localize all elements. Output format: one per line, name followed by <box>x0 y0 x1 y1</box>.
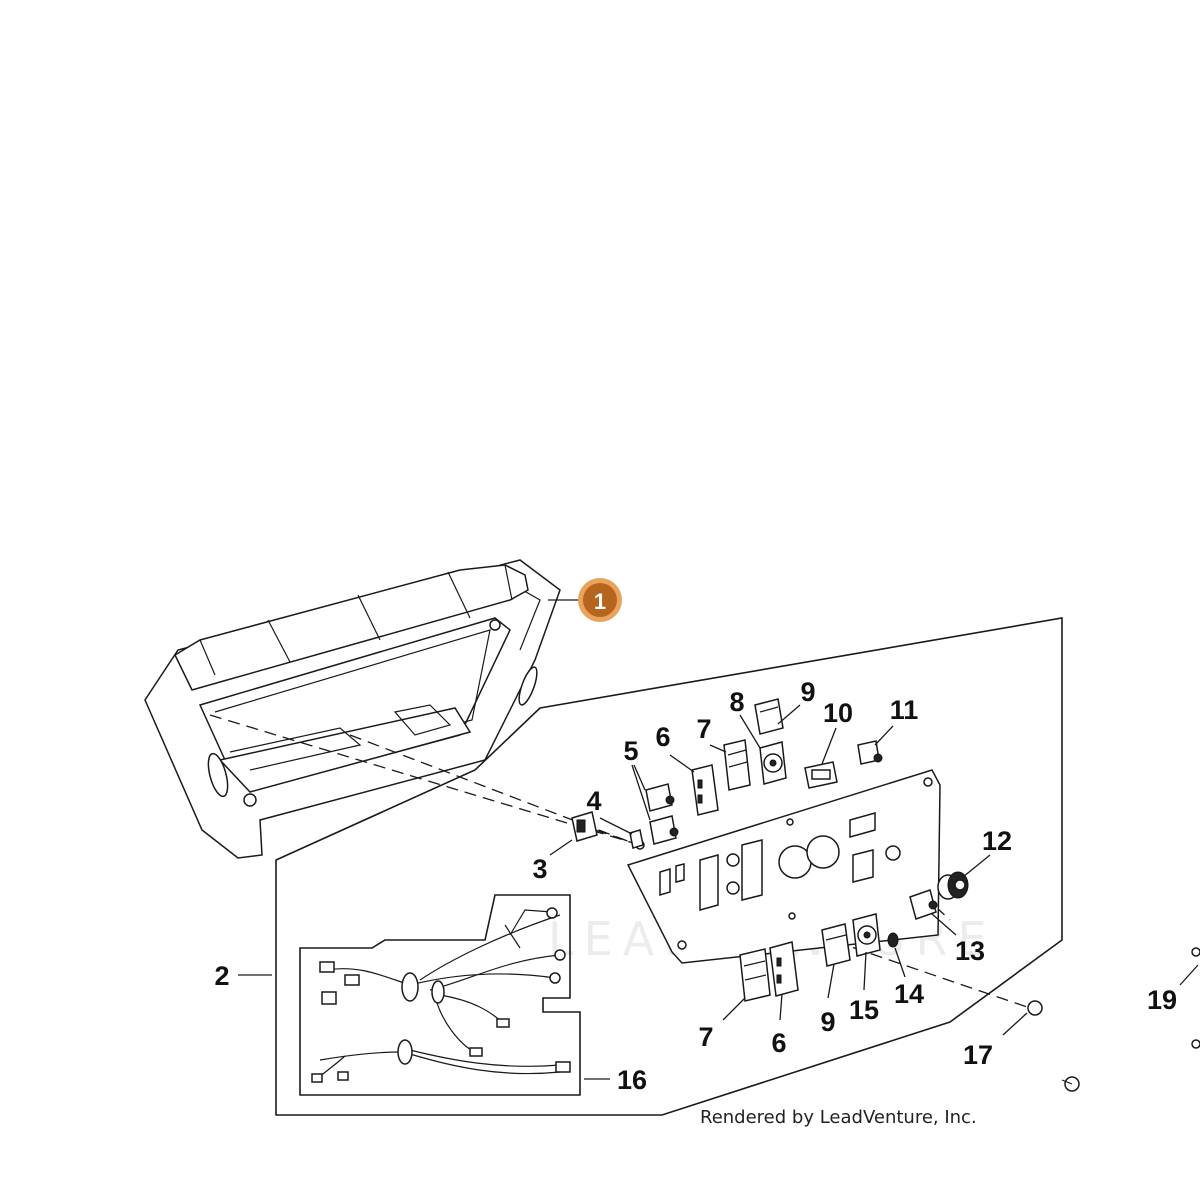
switch-part-4[interactable] <box>629 829 644 849</box>
twist-lock-part-15[interactable] <box>852 913 881 957</box>
callout-9-top[interactable]: 9 <box>800 677 815 707</box>
callout-7-bottom[interactable]: 7 <box>698 1022 713 1052</box>
callout-6-bottom[interactable]: 6 <box>771 1028 786 1058</box>
rocker-switch-part-3[interactable] <box>571 811 598 842</box>
callout-2[interactable]: 2 <box>214 961 229 991</box>
cover-part-9-bottom[interactable] <box>821 923 851 967</box>
handle-frame-part-1[interactable] <box>144 559 561 859</box>
rendered-by-credit: Rendered by LeadVenture, Inc. <box>700 1107 977 1128</box>
wire-harness-box <box>299 894 581 1096</box>
callout-15[interactable]: 15 <box>849 995 879 1025</box>
callout-14[interactable]: 14 <box>894 979 924 1009</box>
outlet-part-12[interactable] <box>937 871 969 900</box>
meter-part-10[interactable] <box>804 761 838 789</box>
callout-11[interactable]: 11 <box>890 695 919 725</box>
receptacle-part-6-top[interactable] <box>691 764 719 816</box>
wire-harness-part-16[interactable] <box>311 1039 571 1083</box>
callout-4[interactable]: 4 <box>586 786 601 816</box>
cover-part-7-bottom[interactable] <box>739 948 771 1002</box>
screw-part-19[interactable] <box>1191 947 1200 1049</box>
callout-13[interactable]: 13 <box>955 936 985 966</box>
callout-17[interactable]: 17 <box>963 1040 993 1070</box>
twist-lock-part-8[interactable] <box>759 741 787 785</box>
callout-1-label: 1 <box>594 589 606 614</box>
receptacle-part-6-bottom[interactable] <box>769 941 799 997</box>
callout-6-top[interactable]: 6 <box>655 722 670 752</box>
leader-lines <box>238 704 1199 1080</box>
grommet-part-14[interactable] <box>887 932 899 948</box>
callout-12[interactable]: 12 <box>982 826 1012 856</box>
callout-16[interactable]: 16 <box>617 1065 647 1095</box>
callout-5[interactable]: 5 <box>623 736 638 766</box>
callout-19[interactable]: 19 <box>1147 985 1177 1015</box>
control-panel[interactable] <box>626 769 941 964</box>
callout-10[interactable]: 10 <box>823 698 853 728</box>
callout-1-highlight[interactable]: 1 <box>548 578 622 622</box>
breaker-part-11[interactable] <box>857 740 883 765</box>
screw-part-17[interactable] <box>1027 1000 1080 1092</box>
cover-part-7-top[interactable] <box>723 739 751 791</box>
callout-3[interactable]: 3 <box>532 854 547 884</box>
callout-7-top[interactable]: 7 <box>696 714 711 744</box>
breaker-part-13[interactable] <box>909 889 938 920</box>
wire-harness-part-2[interactable] <box>319 907 566 1057</box>
callout-9-bottom[interactable]: 9 <box>820 1007 835 1037</box>
cover-part-9-top[interactable] <box>754 698 784 735</box>
callout-8[interactable]: 8 <box>729 687 744 717</box>
breaker-part-5[interactable] <box>645 783 679 845</box>
assembly-outline <box>275 617 1063 1116</box>
